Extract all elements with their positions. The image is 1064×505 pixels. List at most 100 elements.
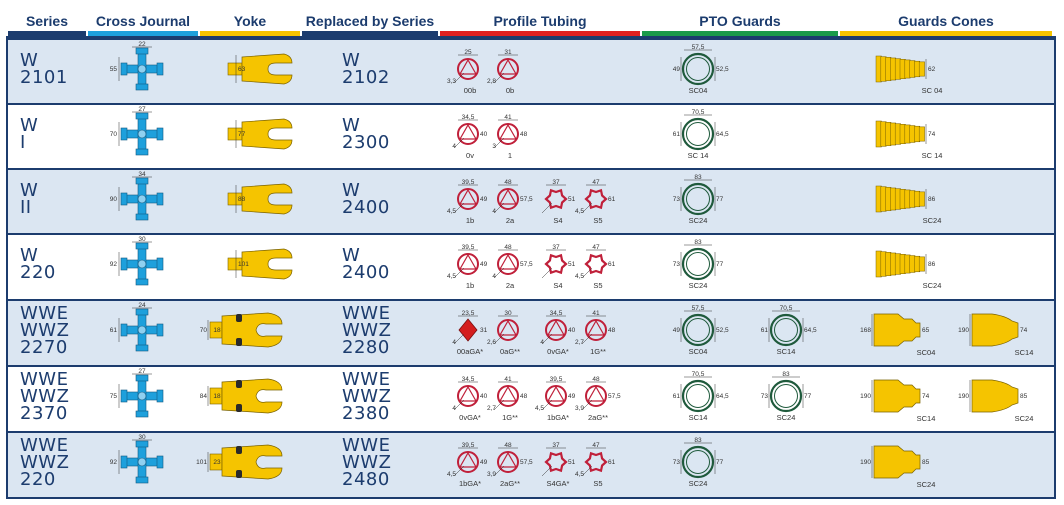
tube-diag-dim: 4 xyxy=(452,339,456,346)
tube-top-dim: 48 xyxy=(504,179,512,186)
guard-right-dim: 52,5 xyxy=(716,327,729,334)
cone-right-dim: 85 xyxy=(922,459,930,466)
cone-right-dim: 65 xyxy=(922,327,930,334)
tube-top-dim: 47 xyxy=(592,179,600,186)
series-line: WWE xyxy=(20,435,69,456)
column-header-label: Series xyxy=(25,13,69,29)
tube-code: 2a xyxy=(506,216,515,225)
tube-top-dim: 41 xyxy=(504,376,512,383)
cone-right-dim: 62 xyxy=(928,66,936,73)
cross-left-dim: 61 xyxy=(110,327,118,334)
tube-code: 2aG** xyxy=(588,413,608,422)
yoke-dim: 101 xyxy=(238,261,249,268)
tube-code: 1bGA* xyxy=(459,479,481,488)
guard-top-dim: 70,5 xyxy=(780,305,793,312)
cross-left-dim: 92 xyxy=(110,261,118,268)
tube-diag-dim: 4,5 xyxy=(575,273,584,280)
guard-code: SC24 xyxy=(689,479,708,488)
series-line: WWE xyxy=(20,303,69,324)
guard-left-dim: 61 xyxy=(673,131,681,138)
guard-left-dim: 49 xyxy=(673,327,681,334)
tube-side-dim: 57,5 xyxy=(520,261,533,268)
tube-top-dim: 48 xyxy=(504,442,512,449)
guard-code: SC04 xyxy=(689,347,708,356)
replaced-line: 2300 xyxy=(342,132,390,153)
tube-diag-dim: 4,5 xyxy=(575,208,584,215)
tube-code: 1G** xyxy=(590,347,606,356)
tube-code: 1bGA* xyxy=(547,413,569,422)
series-line: 2101 xyxy=(20,67,68,88)
tube-code: 1G** xyxy=(502,413,518,422)
series-line: I xyxy=(20,132,26,153)
tube-side-dim: 57,5 xyxy=(520,459,533,466)
replaced-line: W xyxy=(342,245,361,266)
cross-top-dim: 30 xyxy=(138,236,146,243)
column-header: Series xyxy=(8,10,86,32)
tube-side-dim: 48 xyxy=(520,393,528,400)
tube-code: S5 xyxy=(593,479,602,488)
column-header-label: PTO Guards xyxy=(699,13,781,29)
cone-right-dim: 74 xyxy=(1020,327,1028,334)
tube-top-dim: 34,5 xyxy=(550,310,563,317)
tube-side-dim: 51 xyxy=(568,261,576,268)
replaced-line: W xyxy=(342,115,361,136)
tube-side-dim: 57,5 xyxy=(608,393,621,400)
tube-top-dim: 34,5 xyxy=(462,114,475,121)
tube-top-dim: 31 xyxy=(504,49,512,56)
yoke-icon: 77 xyxy=(227,118,293,150)
tube-code: 0b xyxy=(506,86,514,95)
yoke-icon: 88 xyxy=(227,183,293,215)
cross-journal-icon: 30 92 xyxy=(110,236,164,286)
tube-code: 00b xyxy=(464,86,477,95)
guard-top-dim: 83 xyxy=(694,437,702,444)
yoke-dim-2: 23 xyxy=(213,459,221,466)
column-header-bar xyxy=(440,31,640,37)
cross-top-dim: 22 xyxy=(138,41,146,48)
cone-code: SC24 xyxy=(923,281,942,290)
series-line: W xyxy=(20,245,39,266)
column-header-label: Guards Cones xyxy=(898,13,994,29)
cone-code: SC24 xyxy=(923,216,942,225)
cross-top-dim: 30 xyxy=(138,434,146,441)
series-line: WWZ xyxy=(20,452,70,473)
guard-code: SC 14 xyxy=(688,151,709,160)
series-line: 220 xyxy=(20,262,56,283)
replaced-line: WWZ xyxy=(342,452,392,473)
guard-right-dim: 64,5 xyxy=(716,393,729,400)
tube-top-dim: 48 xyxy=(592,376,600,383)
tube-top-dim: 48 xyxy=(504,244,512,251)
cone-code: SC04 xyxy=(917,348,936,357)
guard-left-dim: 73 xyxy=(673,261,681,268)
cross-top-dim: 27 xyxy=(138,106,146,113)
tube-top-dim: 23,5 xyxy=(462,310,475,317)
tube-diag-dim: 2,7 xyxy=(575,339,584,346)
